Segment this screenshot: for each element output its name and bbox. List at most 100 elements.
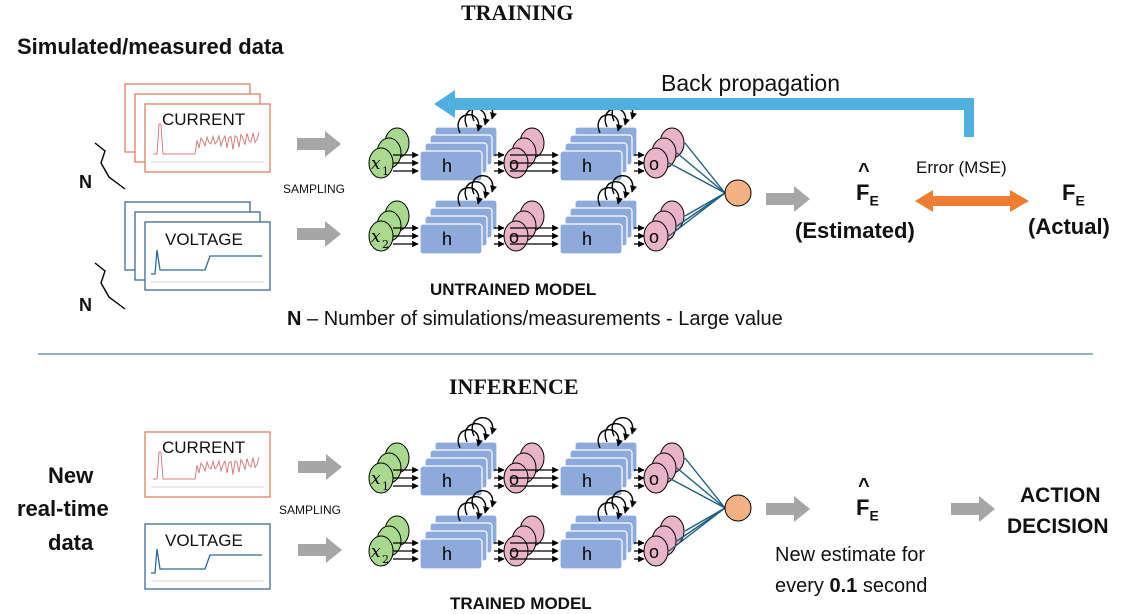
inference-voltage-label: VOLTAGE (165, 531, 243, 550)
backprop-arrow (434, 90, 974, 137)
estimated-symbol: FE (856, 180, 879, 209)
input-symbol: x (371, 542, 381, 562)
fan-edge (676, 152, 726, 194)
fan-in-edges (668, 457, 726, 552)
output-node (643, 147, 669, 179)
n-definition-text: – Number of simulations/measurements - L… (301, 308, 783, 330)
error-label: Error (MSE) (916, 158, 1007, 177)
actual-symbol: FE (1062, 180, 1085, 209)
hidden-label: h (582, 156, 592, 176)
plot-panel (144, 523, 271, 590)
inference-sampling-label: SAMPLING (279, 503, 342, 517)
actual-label: (Actual) (1028, 214, 1110, 239)
inference-sampling-arrow-current (298, 454, 342, 480)
training-sampling-label: SAMPLING (283, 182, 346, 196)
recurrent-loop (464, 181, 490, 201)
fan-edge (676, 467, 726, 509)
inference-estimate-symbol: FE (856, 495, 879, 524)
hidden-node (559, 538, 623, 570)
inference-current-label: CURRENT (162, 438, 246, 457)
recurrent-loop (604, 496, 630, 516)
recurrent-loop (471, 417, 497, 437)
inference-voltage-panel (144, 523, 271, 590)
output-label: o (509, 469, 519, 489)
inference-current-panel (144, 431, 271, 498)
recurrent-loop (464, 423, 490, 443)
action-line2: DECISION (1007, 515, 1109, 538)
output-label: o (509, 542, 519, 562)
hidden-node (419, 538, 483, 570)
recurrent-loop (597, 114, 623, 134)
hidden-node (559, 223, 623, 255)
n-brace-1 (94, 142, 126, 190)
training-n-label-2: N (79, 295, 92, 315)
fan-edge (684, 142, 726, 194)
estimate-note-line1: New estimate for (775, 544, 926, 566)
fan-edge (668, 477, 726, 509)
output-node (643, 462, 669, 494)
estimate-note-line2: every 0.1 second (775, 575, 928, 597)
input-symbol: x (371, 154, 381, 174)
voltage-trace (151, 548, 262, 574)
final-output-node (724, 494, 752, 522)
recurrent-loop (604, 423, 630, 443)
fan-edge (684, 457, 726, 509)
fan-edge (668, 162, 726, 194)
inference-model-to-estimate-arrow (766, 496, 810, 522)
hidden-label: h (582, 471, 592, 491)
estimated-label: (Estimated) (795, 218, 915, 243)
training-voltage-stack (124, 201, 271, 291)
recurrent-loop (471, 490, 497, 510)
recurrent-loop (611, 417, 637, 437)
error-arrow (915, 190, 1029, 212)
recurrent-loop (457, 187, 483, 207)
output-label: o (649, 542, 659, 562)
untrained-model-label: UNTRAINED MODEL (430, 280, 597, 299)
fan-in-edges (668, 142, 726, 237)
hidden-label: h (442, 471, 452, 491)
input-symbol: x (371, 227, 381, 247)
hidden-label: h (442, 229, 452, 249)
recurrent-loop (597, 187, 623, 207)
output-label: o (509, 154, 519, 174)
recurrent-loop (604, 181, 630, 201)
recurrent-loop (611, 490, 637, 510)
sampling-arrow-voltage (297, 221, 341, 247)
fan-edge (684, 507, 726, 532)
hidden-node (559, 465, 623, 497)
estimated-hat: ^ (858, 160, 870, 182)
hidden-label: h (442, 544, 452, 564)
output-node (643, 535, 669, 567)
hidden-label: h (582, 229, 592, 249)
training-data-label: Simulated/measured data (17, 34, 284, 59)
output-label: o (649, 469, 659, 489)
training-current-label: CURRENT (162, 110, 246, 129)
inference-sampling-arrow-voltage (298, 537, 342, 563)
recurrent-loop (464, 496, 490, 516)
recurrent-loop (597, 502, 623, 522)
inference-title: INFERENCE (449, 374, 579, 399)
recurrent-loop (457, 502, 483, 522)
hidden-label: h (582, 544, 592, 564)
training-current-stack (124, 83, 271, 173)
action-line1: ACTION (1020, 484, 1101, 507)
n-definition-bold: N (287, 308, 302, 330)
sampling-arrow-current (297, 131, 341, 157)
recurrent-loop (471, 175, 497, 195)
output-label: o (649, 154, 659, 174)
training-n-label-1: N (79, 172, 92, 192)
fan-edge (676, 507, 726, 542)
recurrent-loop (457, 114, 483, 134)
hidden-label: h (442, 156, 452, 176)
output-node (643, 220, 669, 252)
current-trace (153, 123, 260, 155)
output-label: o (509, 227, 519, 247)
fan-edge (676, 192, 726, 227)
output-label: o (649, 227, 659, 247)
